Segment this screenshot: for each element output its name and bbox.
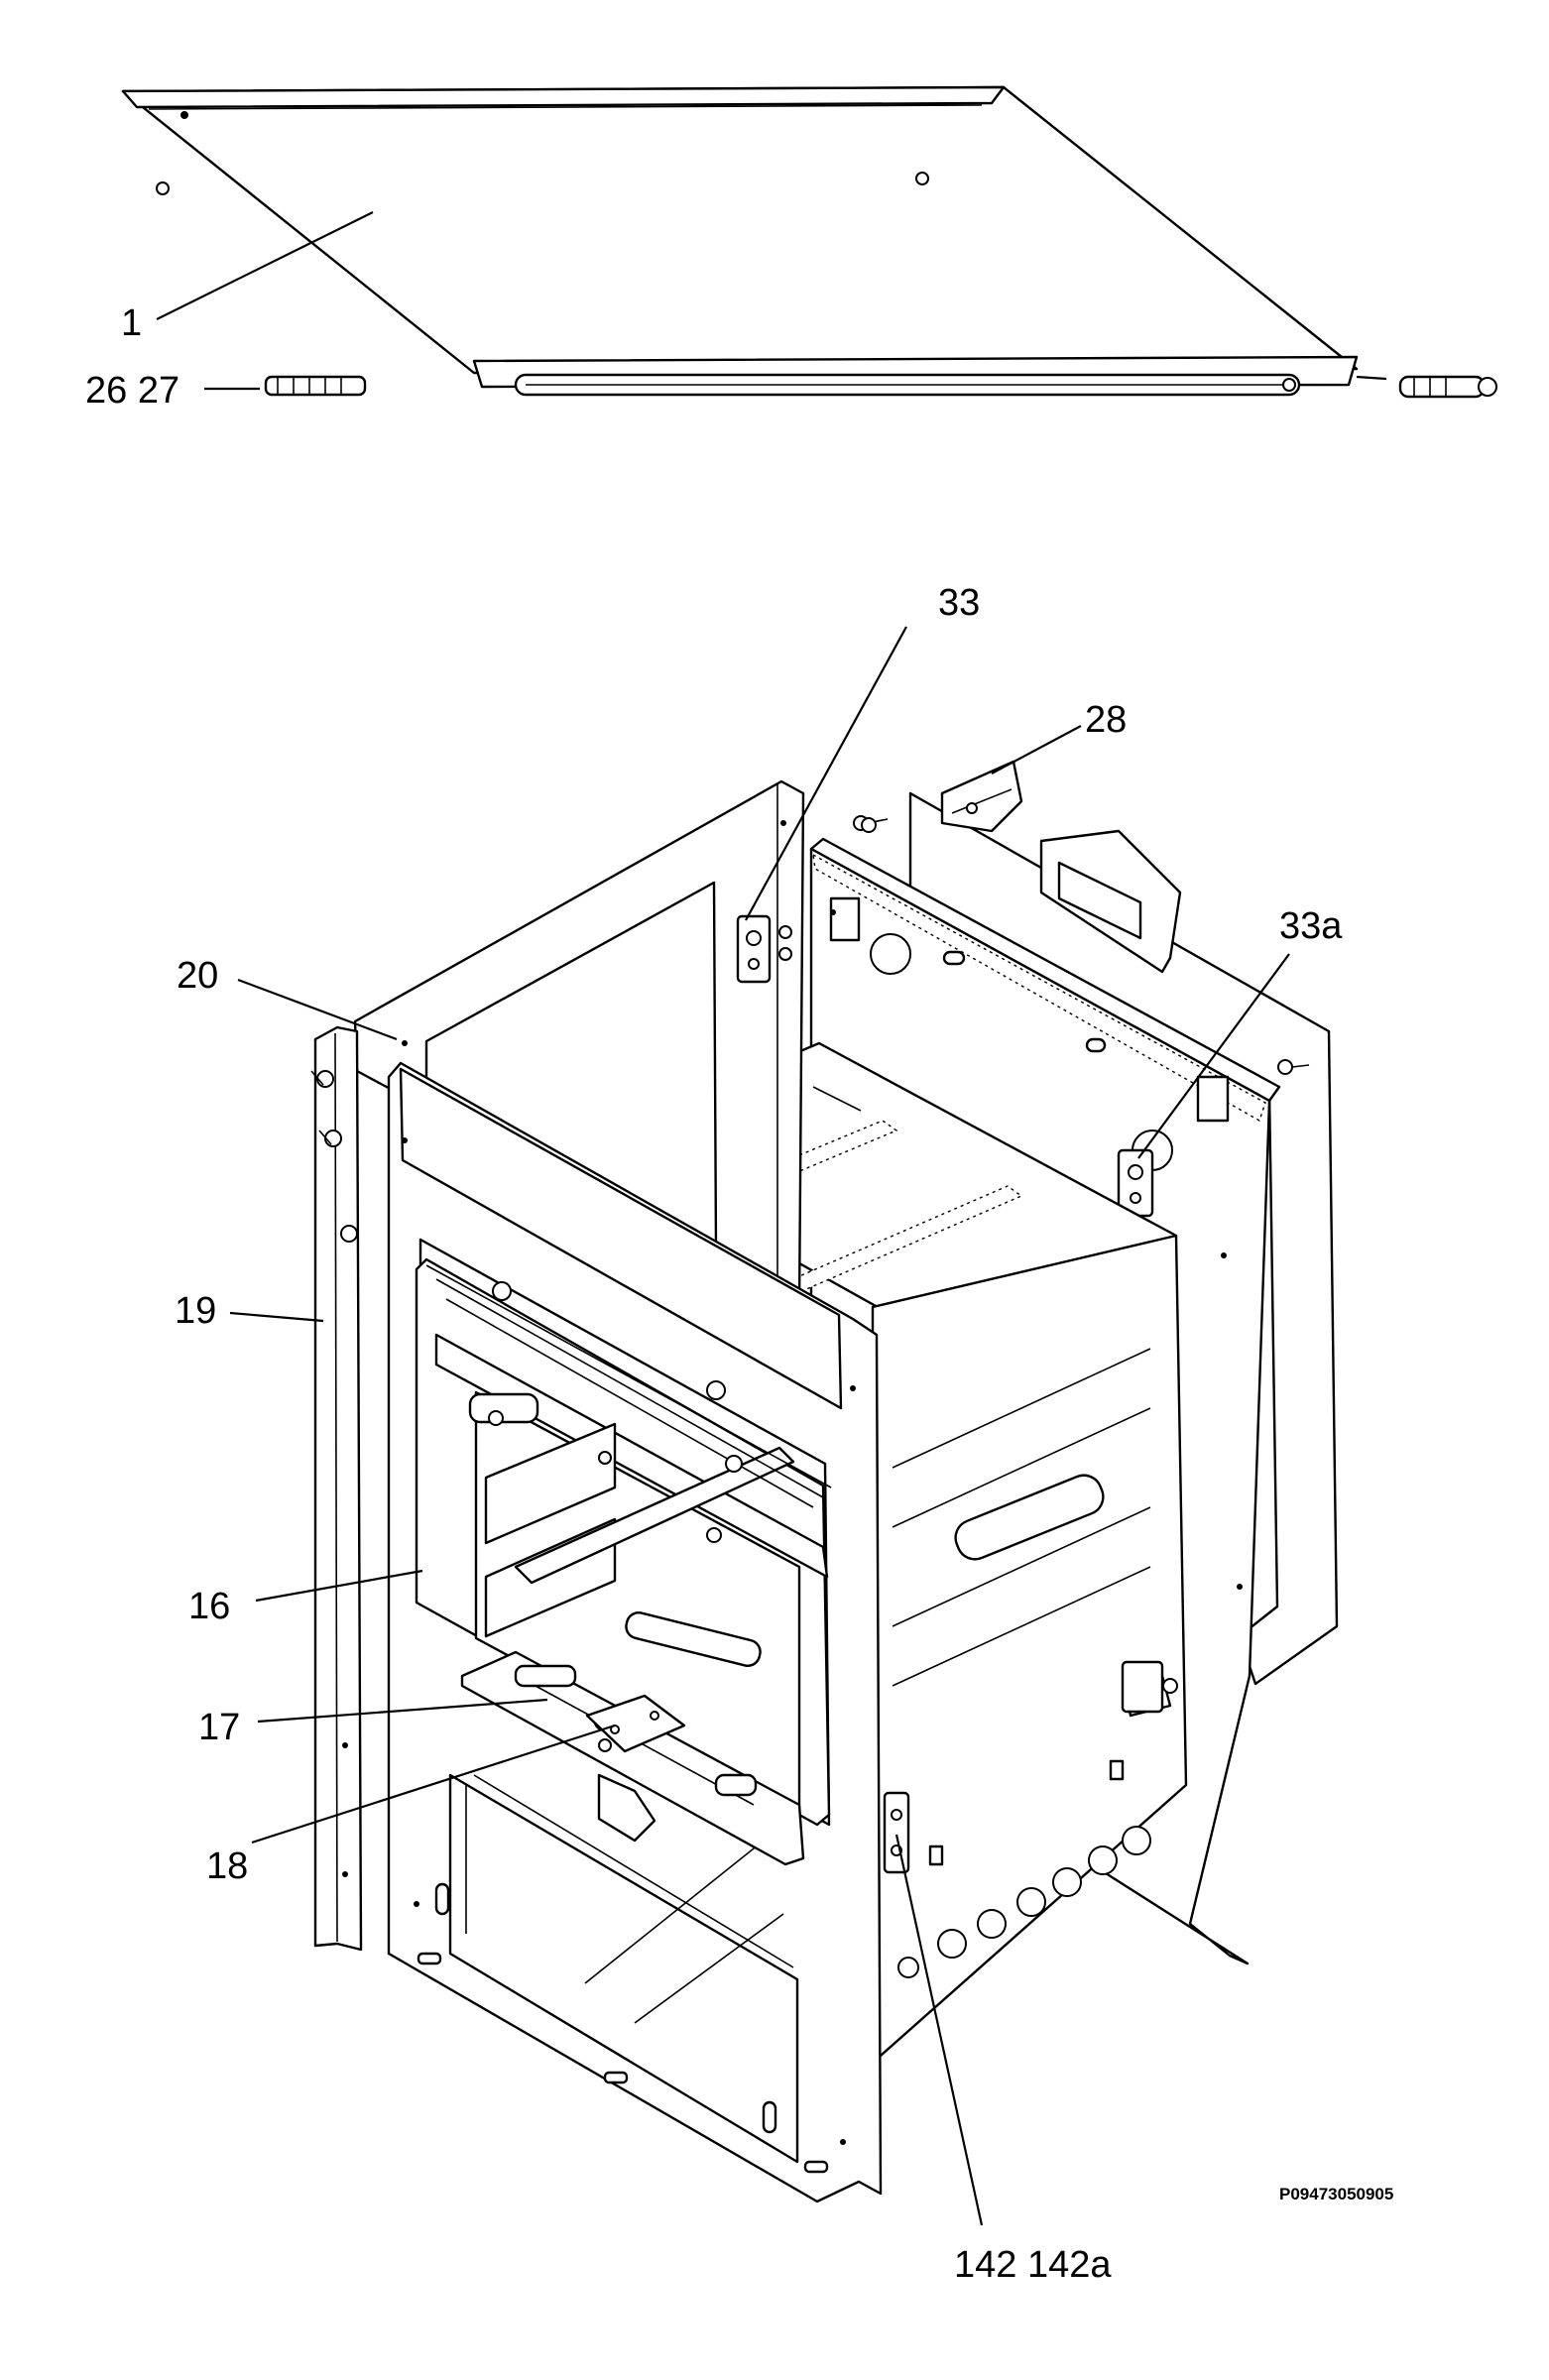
reference-code: P09473050905 [1279,2185,1393,2203]
callout-28: 28 [1085,699,1127,741]
callout-1: 1 [121,302,142,344]
callout-labels: 1 26 27 33 28 33a 20 19 16 17 18 142 142… [85,302,1393,2286]
callout-17: 17 [198,1707,240,1748]
hinge-bracket-33a [1117,1148,1154,1218]
callout-19: 19 [175,1290,216,1332]
callout-26-27: 26 27 [85,370,179,412]
callout-33a: 33a [1279,905,1343,947]
callout-20: 20 [177,955,218,997]
rack-rails [435,1278,824,1543]
callout-16: 16 [188,1586,230,1627]
left-side-panel-20 [353,779,805,1315]
rear-bracket-28 [940,760,1023,833]
top-front-screw [861,817,877,833]
front-hinge-142 [883,1791,910,1874]
rear-hinge-right [1121,1660,1178,1714]
oven-liner-16 [415,1257,832,1827]
hinge-bracket-33 [736,914,792,984]
callout-18: 18 [206,1845,248,1887]
screw-right [1356,375,1497,399]
screw-left-26-27 [264,375,367,397]
element-bracket-18 [585,1694,686,1753]
callout-33: 33 [938,582,980,624]
vent-scoop [1039,829,1182,974]
leader-lines [156,211,1290,2226]
callout-142-142a: 142 142a [954,2244,1112,2286]
top-cover-panel [121,85,1359,397]
front-strip-19 [310,1025,363,1952]
